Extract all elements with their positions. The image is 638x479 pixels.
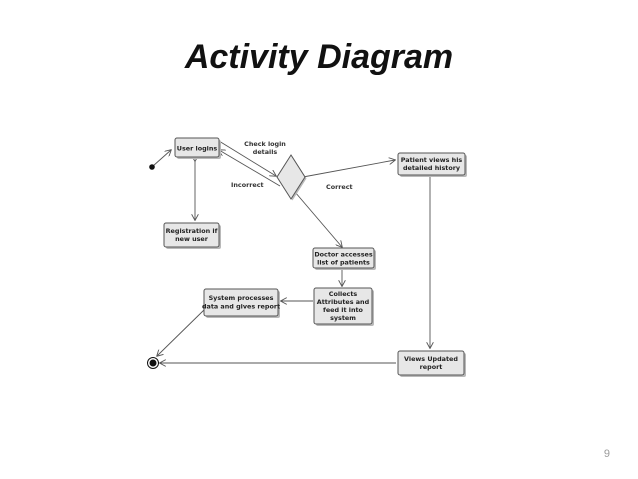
edge-user-logins-to-decision: [218, 140, 276, 176]
edge-label-incorrect: Incorrect: [231, 181, 264, 189]
node-user-logins: User logins: [174, 137, 221, 159]
edges: [152, 140, 430, 363]
edge-label-correct: Correct: [326, 183, 353, 191]
collects-label-line3: feed it into: [323, 306, 364, 314]
node-system-processes: System processes data and gives report: [202, 288, 280, 318]
collects-label-line1: Collects: [329, 290, 358, 298]
patient-views-label-line2: detailed history: [403, 164, 461, 172]
activity-diagram: User logins Registration if new user Pat…: [143, 128, 477, 390]
edge-decision-to-user-logins-incorrect: [219, 150, 281, 187]
decision-node-check-login: [276, 154, 307, 201]
slide-title: Activity Diagram: [184, 38, 454, 76]
doctor-accesses-label-line1: Doctor accesses: [314, 251, 372, 259]
end-node: [147, 357, 159, 369]
edge-start-to-user-logins: [152, 150, 171, 167]
page-number: 9: [603, 448, 610, 460]
registration-label-line2: new user: [175, 235, 209, 243]
node-patient-views-history: Patient views his detailed history: [397, 152, 467, 177]
check-login-label-line1: Check login: [244, 140, 286, 148]
collects-label-line2: Attributes and: [317, 298, 370, 306]
node-collects-attributes: Collects Attributes and feed it into sys…: [313, 287, 374, 326]
system-processes-label-line2: data and gives report: [202, 303, 280, 311]
node-views-updated-report: Views Updated report: [397, 350, 466, 377]
patient-views-label-line1: Patient views his: [401, 156, 463, 164]
edge-system-processes-to-end: [157, 308, 206, 356]
node-doctor-accesses: Doctor accesses list of patients: [312, 247, 376, 270]
node-registration: Registration if new user: [163, 222, 221, 249]
doctor-accesses-label-line2: list of patients: [317, 259, 370, 267]
registration-label-line1: Registration if: [166, 227, 218, 235]
edge-decision-to-doctor-accesses: [294, 191, 342, 247]
start-node: [149, 164, 155, 170]
edge-decision-to-patient-views-correct: [302, 160, 395, 178]
user-logins-label: User logins: [177, 145, 218, 153]
views-updated-label-line1: Views Updated: [404, 355, 458, 363]
views-updated-label-line2: report: [420, 363, 443, 371]
collects-label-line4: system: [330, 314, 356, 322]
activity-diagram-svg: User logins Registration if new user Pat…: [147, 137, 467, 377]
system-processes-label-line1: System processes: [209, 294, 274, 302]
check-login-label-line2: details: [253, 148, 278, 156]
